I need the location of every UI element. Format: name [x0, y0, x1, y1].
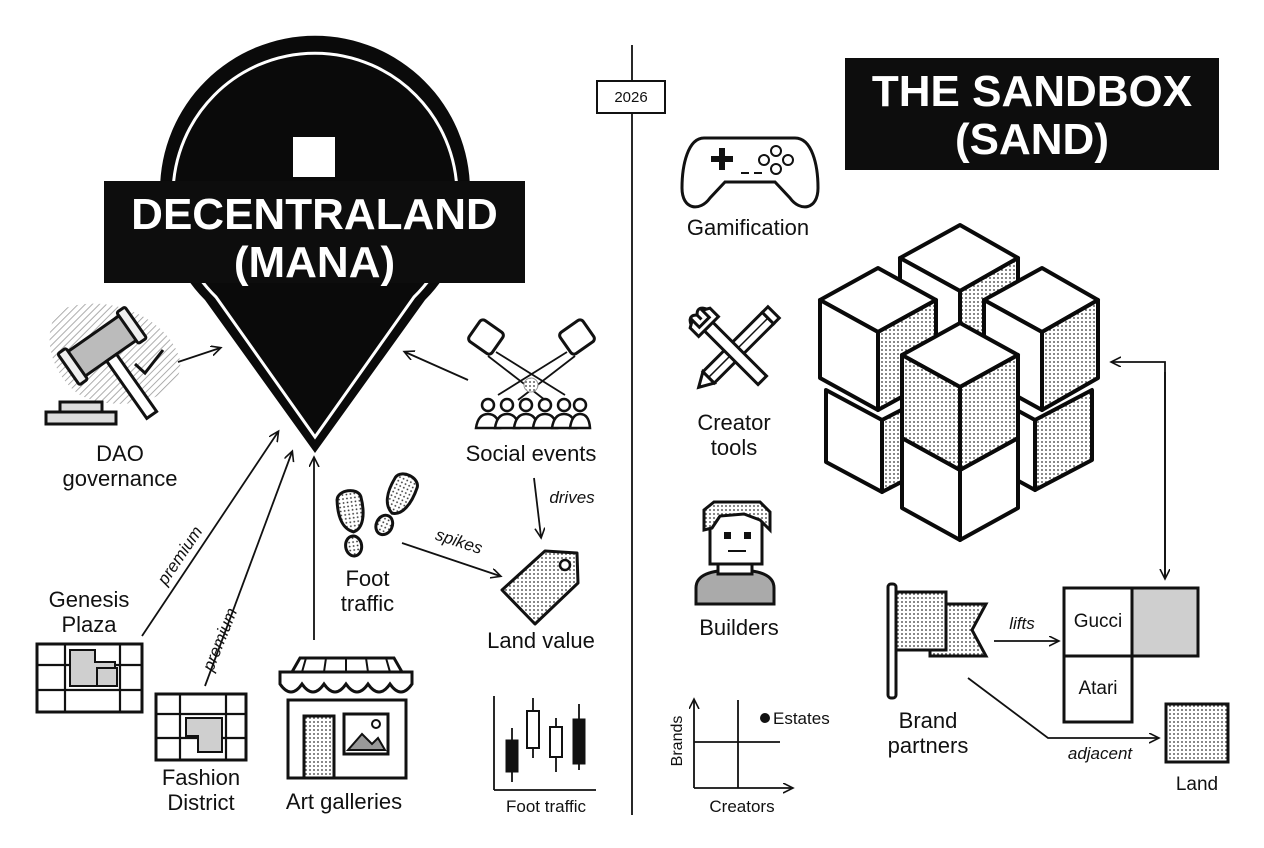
foot-traffic-label: Foot traffic — [340, 566, 395, 616]
land-value-label: Land value — [487, 628, 595, 653]
quadrant-chart — [694, 700, 792, 788]
mini-chart-label: Foot traffic — [506, 797, 586, 816]
candle-1 — [505, 739, 519, 773]
arrow-social-to-pin — [405, 352, 469, 381]
candle-2 — [526, 710, 540, 749]
gamification-label: Gamification — [686, 215, 810, 240]
storefront-icon — [278, 656, 414, 780]
arrow-fashion-to-pin — [204, 452, 292, 687]
game-controller-icon — [680, 136, 820, 209]
land-parcel — [1164, 702, 1230, 764]
land-grid — [1062, 586, 1230, 764]
right-flow-arrows — [967, 362, 1166, 738]
price-tag-icon — [500, 549, 580, 626]
drives-edge-label: drives — [549, 488, 595, 507]
year-badge: 2026 — [596, 80, 666, 114]
grid-cell-gucci-label: Gucci — [1073, 611, 1123, 632]
quadrant-x-label: Creators — [709, 797, 775, 816]
genesis-plaza-label: Genesis Plaza — [48, 587, 130, 637]
footprints-icon — [335, 472, 419, 558]
fashion-district-map-icon — [154, 692, 248, 762]
social-events-label: Social events — [465, 441, 597, 466]
left-flow-arrows — [141, 348, 541, 687]
arrow-genesis-to-pin — [141, 432, 278, 637]
adjacent-edge-label: adjacent — [1067, 744, 1133, 763]
candle-4 — [572, 718, 586, 765]
builder-avatar-icon — [694, 500, 776, 606]
foot-traffic-mini-chart — [493, 696, 596, 791]
quadrant-y-label: Brands — [669, 715, 687, 767]
land-parcel-label: Land — [1175, 774, 1219, 795]
art-galleries-label: Art galleries — [285, 789, 403, 814]
grid-cell-gray — [1130, 586, 1200, 658]
arrow-cubes-land-double — [1112, 362, 1166, 578]
sandbox-title-line2: (SAND) — [955, 114, 1109, 164]
estates-legend-label: Estates — [773, 709, 830, 728]
arrow-adjacent — [967, 677, 1158, 738]
dao-governance-label: DAO governance — [62, 441, 178, 491]
creator-tools-label: Creator tools — [697, 410, 771, 460]
lifts-edge-label: lifts — [1009, 614, 1035, 633]
builders-label: Builders — [699, 615, 779, 640]
arrow-dao-to-pin — [177, 348, 220, 363]
estates-legend-dot — [760, 713, 770, 723]
decentraland-title: DECENTRALAND (MANA) — [104, 181, 525, 286]
spotlight-crowd-icon — [467, 318, 596, 430]
arrow-social-to-land — [533, 477, 541, 537]
candle-3 — [549, 726, 563, 758]
sandbox-title: THE SANDBOX (SAND) — [845, 58, 1219, 170]
fashion-district-label: Fashion District — [161, 765, 241, 815]
grid-cell-atari — [1062, 654, 1134, 724]
flag-icon — [886, 582, 989, 700]
brand-partners-label: Brand partners — [887, 708, 969, 758]
arrow-foot-to-land — [401, 542, 500, 576]
decentraland-title-line1: DECENTRALAND — [131, 190, 498, 239]
sandbox-title-line1: THE SANDBOX — [871, 67, 1193, 116]
grid-cell-atari-label: Atari — [1078, 678, 1118, 699]
pencil-wrench-icon — [688, 304, 782, 390]
voxel-cubes-icon — [818, 223, 1100, 542]
genesis-plaza-map-icon — [35, 642, 144, 714]
grid-cell-gucci — [1062, 586, 1134, 658]
gavel-icon — [44, 303, 181, 426]
decentraland-title-line2: (MANA) — [233, 237, 396, 287]
